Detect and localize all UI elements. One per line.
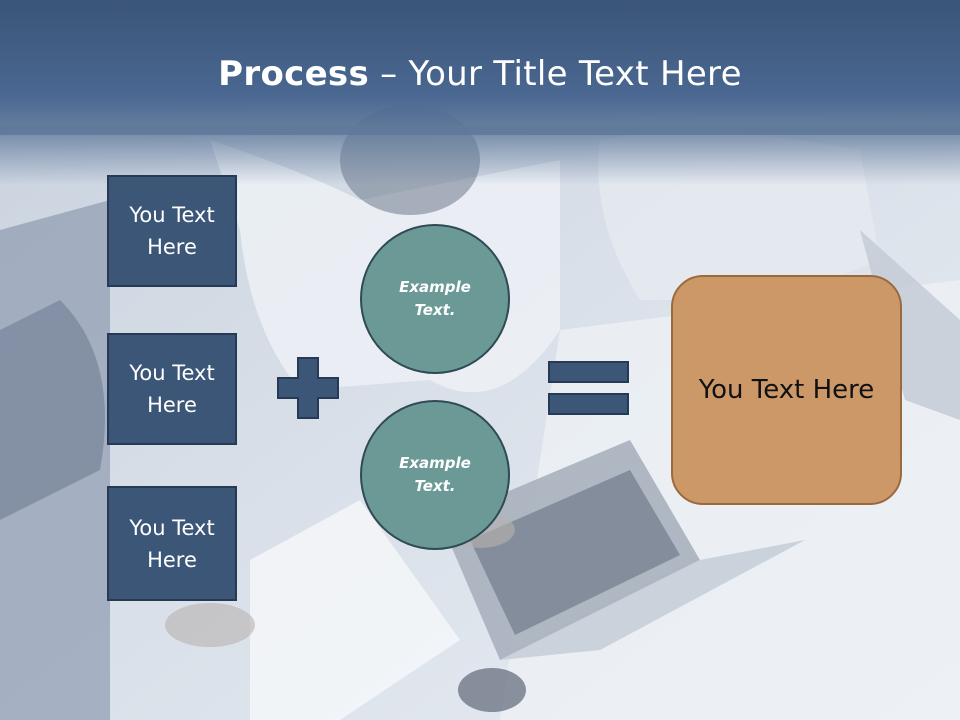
circle-label: Example Text. <box>399 278 471 319</box>
equals-icon <box>548 361 629 415</box>
left-text-box-label: You Text Here <box>129 515 215 572</box>
title-bold: Process <box>218 54 370 94</box>
example-circle-2[interactable]: Example Text. <box>360 400 510 550</box>
left-text-box-1[interactable]: You Text Here <box>107 175 237 287</box>
example-circle-1[interactable]: Example Text. <box>360 224 510 374</box>
left-text-box-3[interactable]: You Text Here <box>107 486 237 601</box>
plus-icon <box>277 357 339 419</box>
left-text-box-2[interactable]: You Text Here <box>107 333 237 445</box>
result-box-label: You Text Here <box>698 375 875 405</box>
slide-title[interactable]: Process – Your Title Text Here <box>0 52 960 96</box>
title-text: – Your Title Text Here <box>369 54 742 94</box>
circle-label: Example Text. <box>399 454 471 495</box>
result-box[interactable]: You Text Here <box>671 275 902 505</box>
left-text-box-label: You Text Here <box>129 361 215 417</box>
left-text-box-label: You Text Here <box>129 203 215 259</box>
title-band <box>0 0 960 135</box>
